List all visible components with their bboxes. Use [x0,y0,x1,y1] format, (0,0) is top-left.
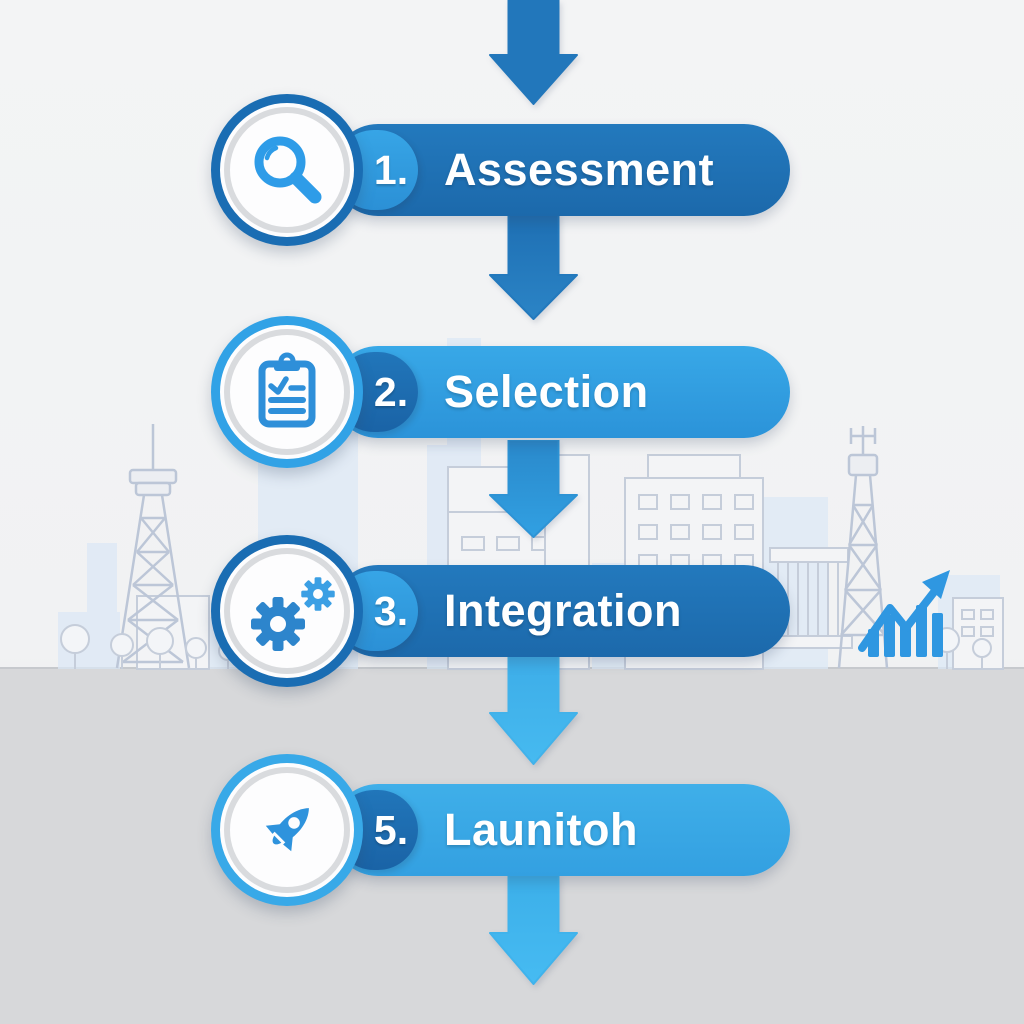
step-icon-circle [211,316,363,468]
flow-arrow-bottom [489,875,578,985]
flow-arrow-2-3 [489,440,578,538]
flow-arrow-top [489,0,578,105]
step-number: 2. [373,368,409,415]
step-number: 1. [373,146,409,193]
flow-arrow-1-2 [489,213,578,320]
step-label: Launitoh [444,804,638,855]
flow-arrow-3-4 [489,655,578,765]
step-pill: Assessment [332,124,790,216]
clipboard-checklist-icon [258,352,316,428]
step-icon-circle [211,535,363,687]
growth-chart-icon [858,570,950,657]
step-number-badge: 2. [334,352,418,432]
gear-small [301,577,335,611]
step-number: 5. [373,806,409,853]
step-label: Assessment [444,144,715,195]
step-label: Integration [444,585,682,636]
gears-icon [251,577,335,651]
transmission-tower-left [115,424,191,669]
step-number: 3. [373,587,409,634]
step-icon-circle [211,754,363,906]
step-label: Selection [444,366,649,417]
step-pill: Selection [332,346,790,438]
step-icon-circle [211,94,363,246]
gear-large [251,597,305,651]
magnifier-icon [254,136,322,204]
rocket-icon [265,808,309,852]
